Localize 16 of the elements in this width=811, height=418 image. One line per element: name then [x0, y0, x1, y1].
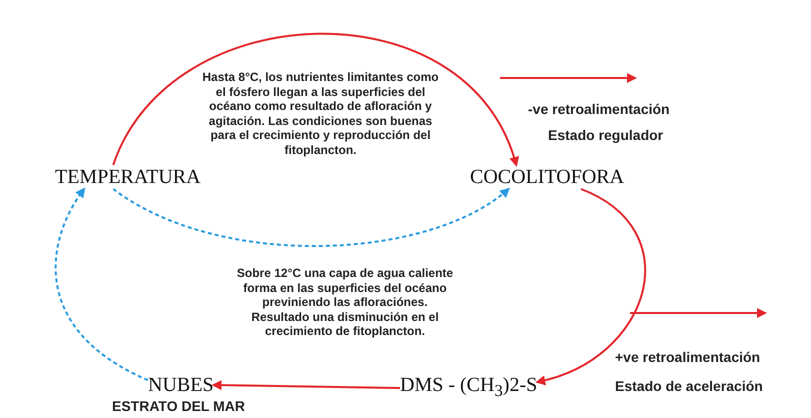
- node-label: NUBES: [148, 373, 214, 397]
- arrow: [112, 188, 510, 247]
- feedback-label: -ve retroalimentación: [528, 101, 671, 117]
- note-text: Hasta 8°C, los nutrientes limitantes como el fósfero llegan a las superficies del océano como resultado de afloración y agitación. Las condiciones son buenas para el crecimiento y reproducción del fitoplancton.: [201, 70, 440, 157]
- arrow: [212, 380, 400, 390]
- arrow: [112, 32, 518, 167]
- node-label: COCOLITOFORA: [470, 165, 624, 189]
- node-label: TEMPERATURA: [55, 165, 201, 189]
- arrow: [54, 187, 148, 382]
- node-label: DMS - (CH$_{3}$)2-S: [400, 373, 538, 403]
- state-label: Estado de aceleración: [615, 378, 764, 394]
- caption-text: ESTRATO DEL MAR: [112, 398, 246, 414]
- state-label: Estado regulador: [548, 127, 664, 143]
- note-text: Sobre 12°C una capa de agua caliente forma en las superficies del océano previniendo las afloraciónes. Resultado una disminución en el crecimiento de fitoplancton.: [236, 266, 454, 338]
- feedback-label: +ve retroalimentación: [615, 349, 762, 365]
- arrow: [535, 188, 646, 385]
